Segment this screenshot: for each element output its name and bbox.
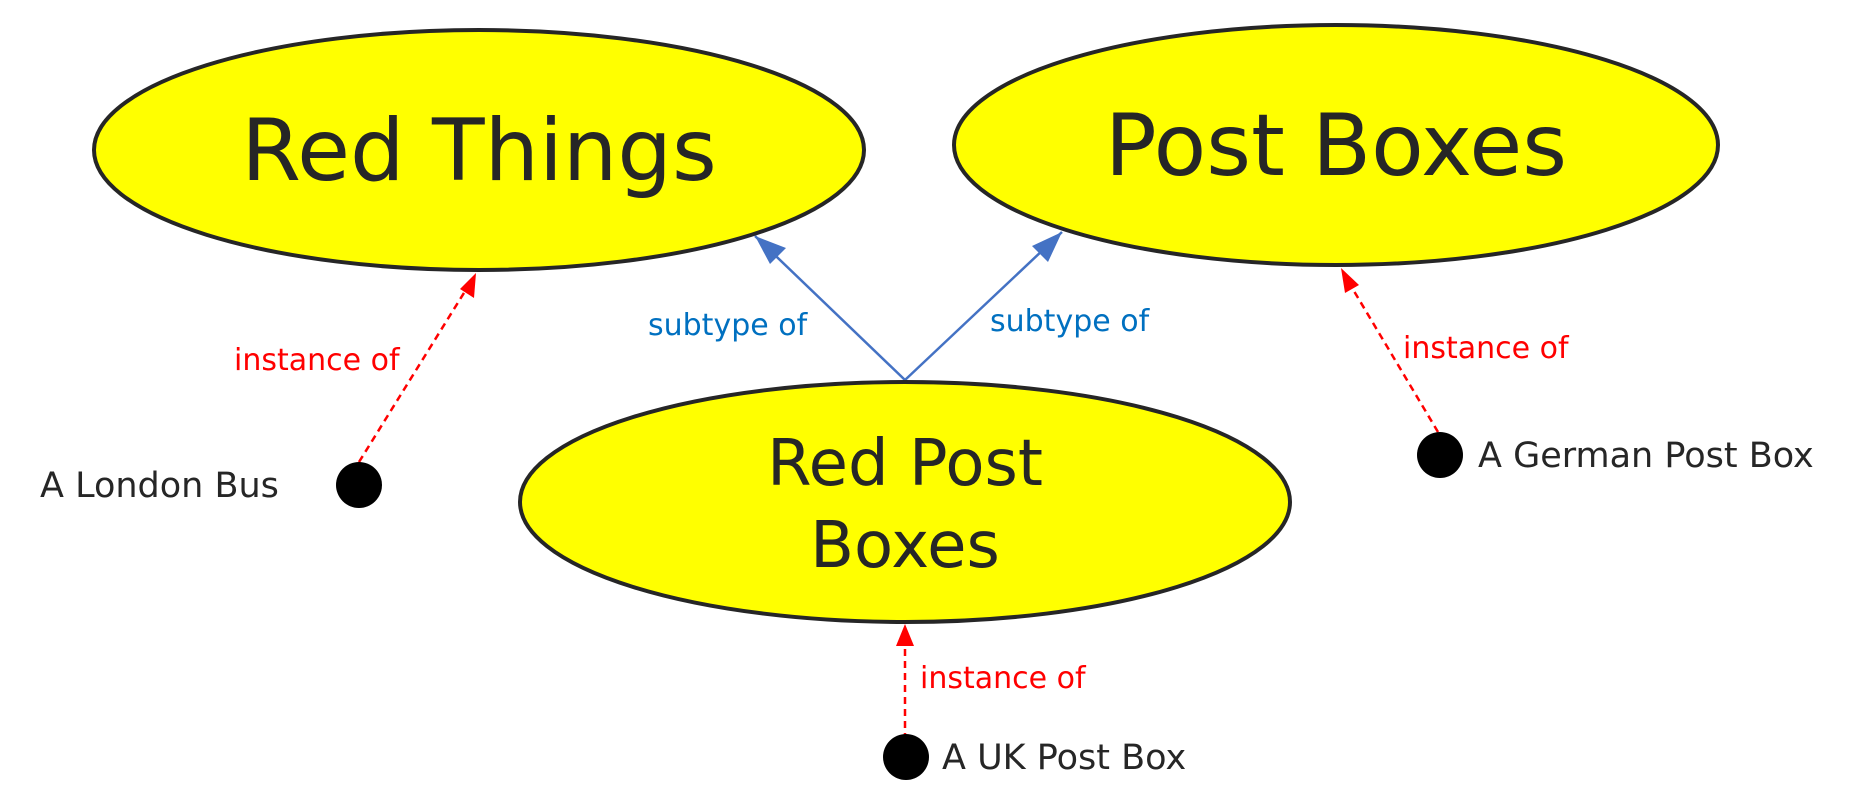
class-red-things-shape — [92, 28, 866, 272]
class-post-boxes-label: Post Boxes — [1105, 96, 1567, 196]
class-red-post-boxes-label-line2: Boxes — [810, 509, 1000, 583]
instance-label-london-bus: instance of — [234, 343, 401, 378]
instance-arrowhead-london-bus — [460, 273, 476, 298]
instance-german-post-box-label: A German Post Box — [1478, 436, 1814, 476]
subtype-label-right: subtype of — [990, 304, 1151, 339]
instance-label-uk-post-box: instance of — [920, 661, 1087, 696]
subtype-arrow-red-things — [754, 235, 906, 381]
instance-uk-post-box: A UK Post Box — [883, 734, 1186, 780]
class-red-post-boxes: Red Post Boxes — [518, 380, 1292, 624]
class-red-things-label: Red Things — [241, 101, 717, 201]
instance-arrowhead-german-post-box — [1341, 268, 1359, 293]
instance-label-german-post-box: instance of — [1403, 331, 1570, 366]
instance-arrowhead-uk-post-box — [896, 624, 914, 646]
instance-german-post-box-dot — [1417, 432, 1463, 478]
subtype-label-left: subtype of — [648, 308, 809, 343]
subtype-arrowhead-red-things — [755, 236, 786, 264]
subtype-arrow-post-boxes — [904, 231, 1063, 381]
instance-london-bus-dot — [336, 462, 382, 508]
instance-german-post-box: A German Post Box — [1417, 432, 1814, 478]
class-red-post-boxes-shape — [518, 380, 1292, 624]
class-red-post-boxes-label-line1: Red Post — [767, 427, 1043, 501]
instance-london-bus: A London Bus — [40, 462, 382, 508]
instance-london-bus-label: A London Bus — [40, 466, 279, 506]
class-post-boxes: Post Boxes — [952, 23, 1720, 267]
class-post-boxes-shape — [952, 23, 1720, 267]
subtype-arrowhead-post-boxes — [1032, 232, 1062, 262]
instance-uk-post-box-label: A UK Post Box — [942, 738, 1186, 778]
class-red-things: Red Things — [92, 28, 866, 272]
instance-uk-post-box-dot — [883, 734, 929, 780]
instance-arrow-german-post-box — [1343, 275, 1440, 433]
